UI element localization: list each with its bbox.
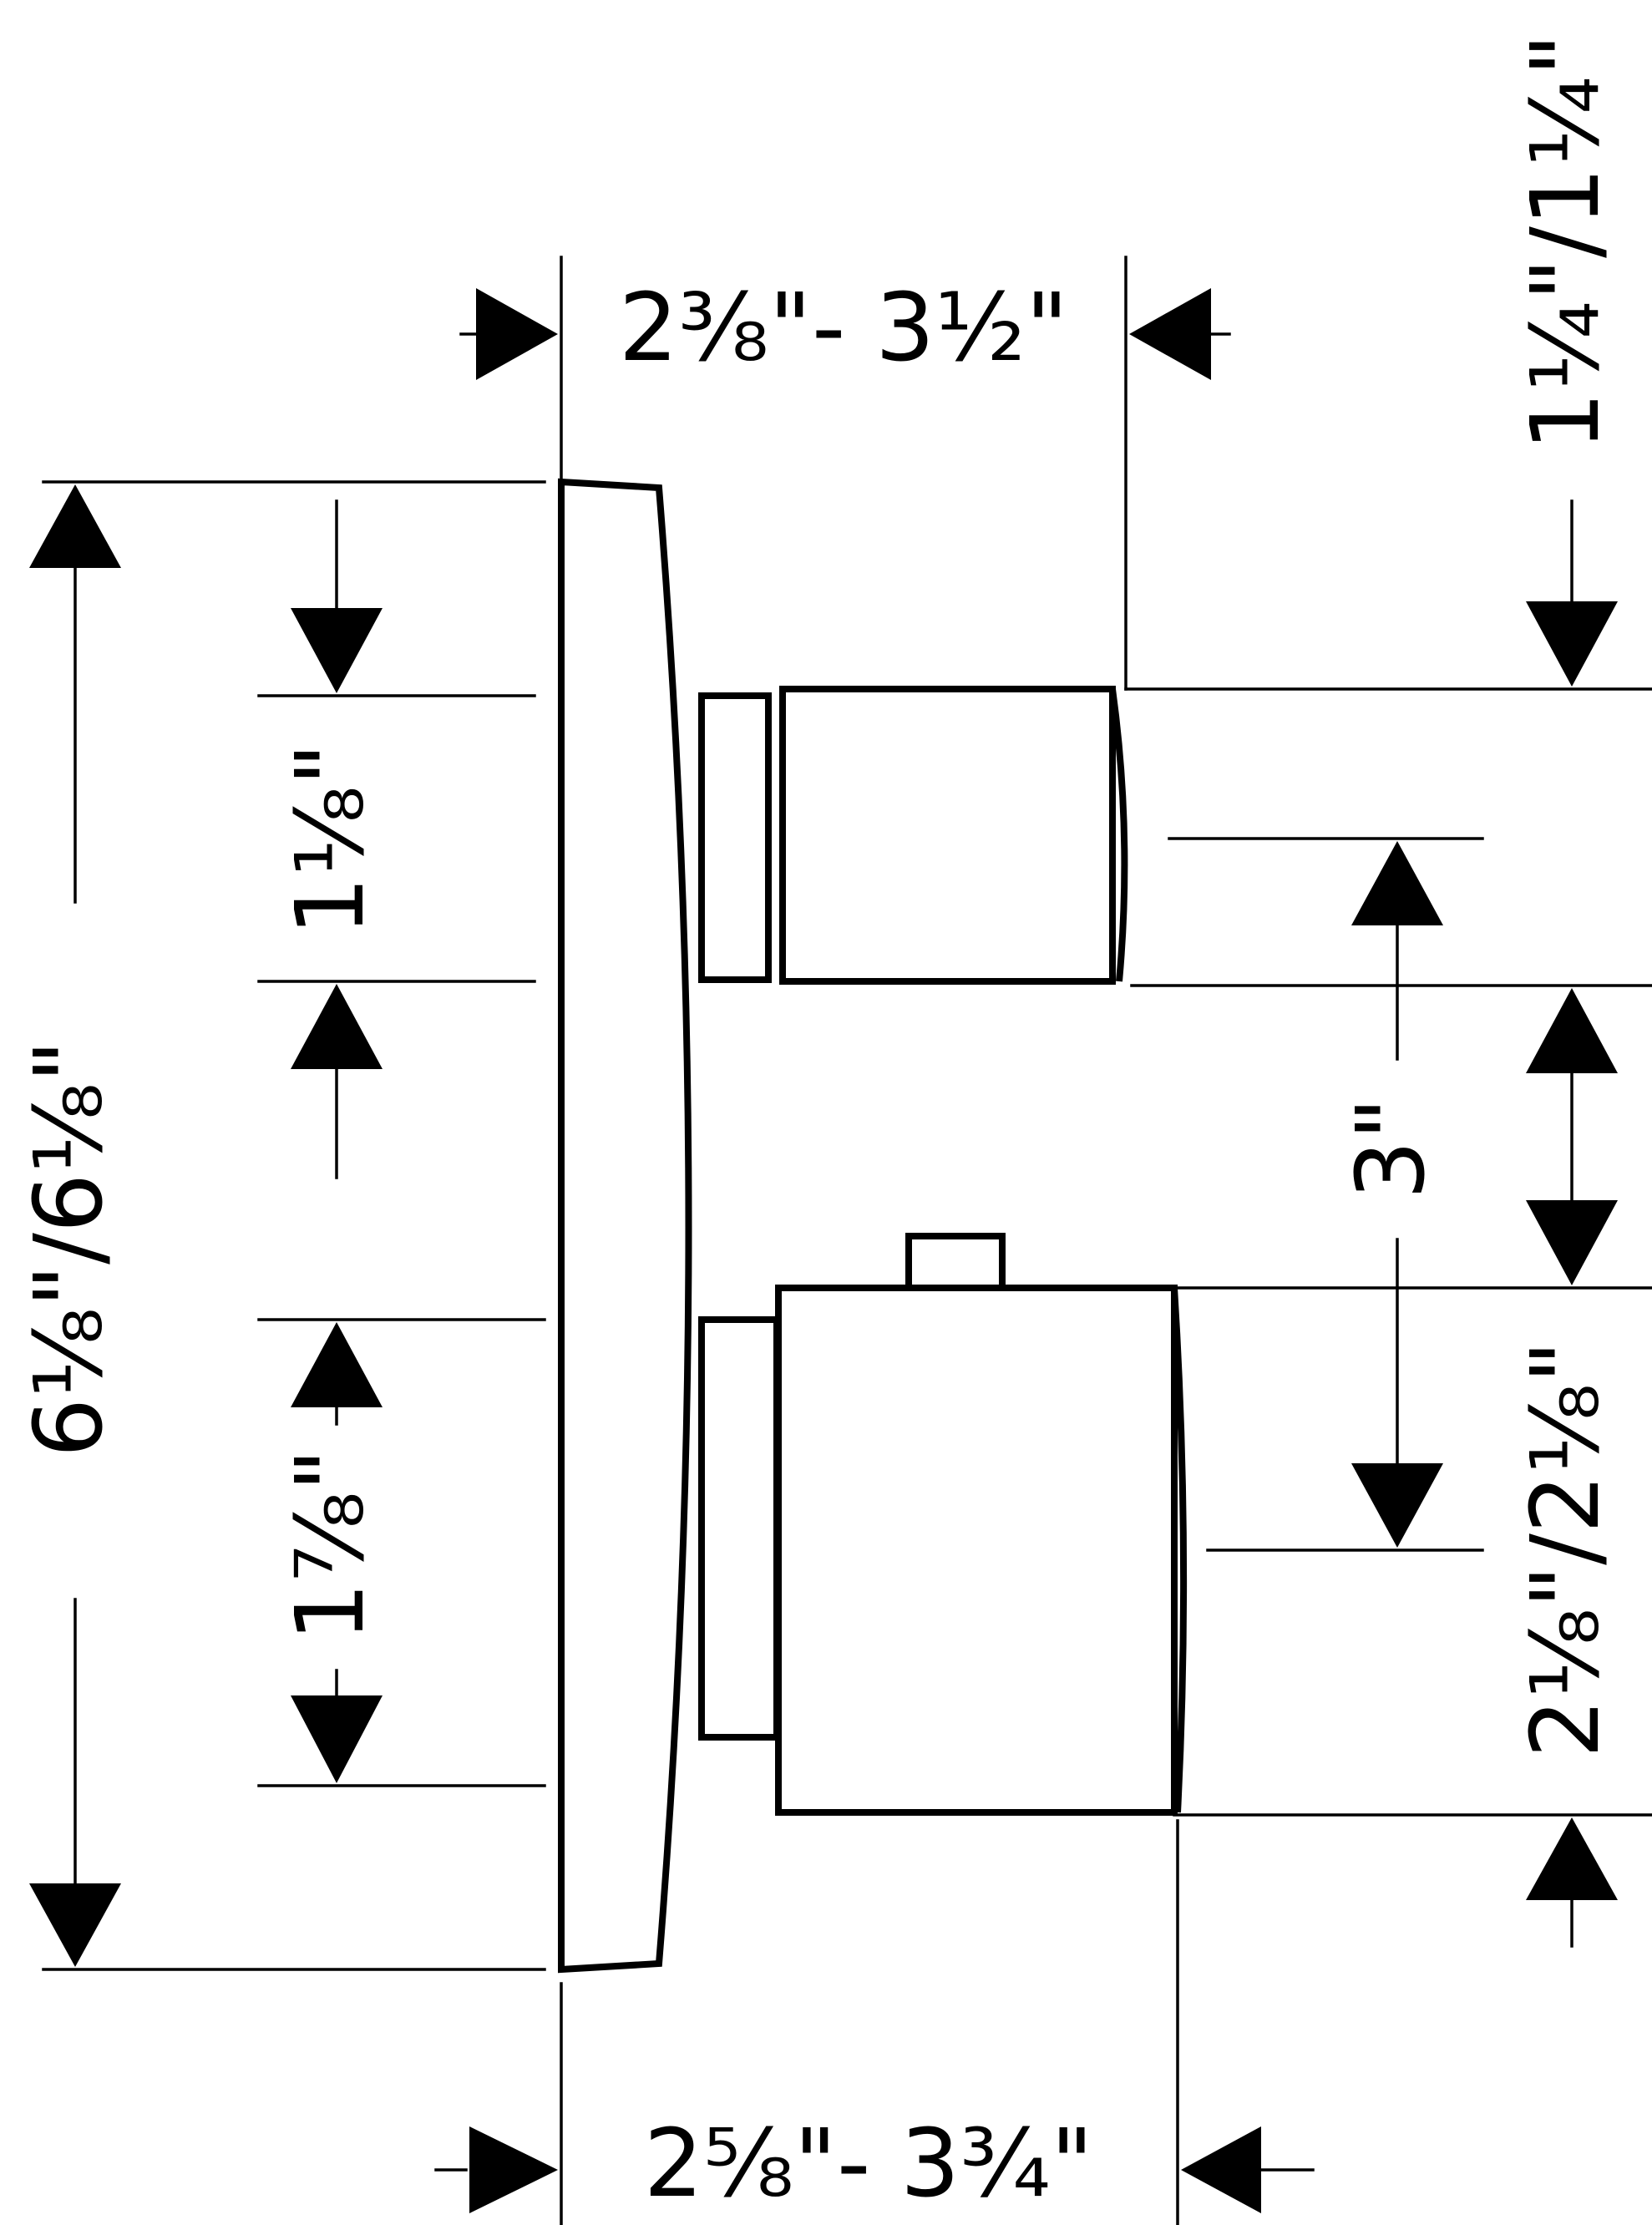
arrowhead-spacing-top	[1351, 841, 1443, 925]
lower-knob-outline	[698, 1233, 1188, 1816]
bottom-width-label: 2⁵⁄₈"- 3¾"	[644, 2110, 1094, 2218]
top-width-label: 2³⁄₈"- 3½"	[619, 274, 1069, 383]
arrowhead-overall-height-top	[29, 484, 121, 568]
arrowhead-lower-knob-bottom	[291, 1695, 383, 1783]
arrowhead-overall-height-bottom	[29, 1883, 121, 1967]
arrowhead-bottom-width-right	[1181, 2126, 1261, 2213]
arrowhead-bottom-width-left	[469, 2126, 558, 2213]
arrowhead-spacing-bottom	[1351, 1463, 1443, 1548]
lower-knob-height-label: 1⁷⁄₈"	[276, 1448, 385, 1641]
arrowhead-lower-knob-top	[291, 1322, 383, 1407]
arrowhead-top-width-right	[1129, 288, 1211, 380]
arrowhead-bottom-offset-top-a	[1526, 988, 1618, 1073]
arrowhead-upper-knob-bottom	[291, 984, 383, 1069]
trim-plate-outline	[558, 478, 692, 1974]
arrowhead-upper-knob-top	[291, 608, 383, 693]
knob-spacing-label: 3"	[1337, 1097, 1446, 1200]
arrowhead-top-width-left	[476, 288, 558, 380]
extension-lines	[42, 256, 1652, 2225]
dimension-lines	[73, 332, 1573, 2172]
upper-knob-outline	[698, 686, 1128, 985]
arrowhead-top-offset	[1526, 601, 1618, 687]
upper-knob-height-label: 1¹⁄₈"	[276, 743, 385, 935]
arrowhead-bottom-offset-top-b	[1526, 1200, 1618, 1285]
bottom-offset-label: 2¹⁄₈"/2¹⁄₈"	[1512, 1341, 1620, 1758]
arrowhead-bottom-offset-bottom	[1526, 1817, 1618, 1900]
overall-height-label: 6¹⁄₈"/6¹⁄₈"	[15, 1040, 124, 1457]
dimension-arrowheads	[29, 288, 1618, 2213]
top-offset-label: 1¹⁄₄"/1¹⁄₄"	[1512, 33, 1620, 451]
